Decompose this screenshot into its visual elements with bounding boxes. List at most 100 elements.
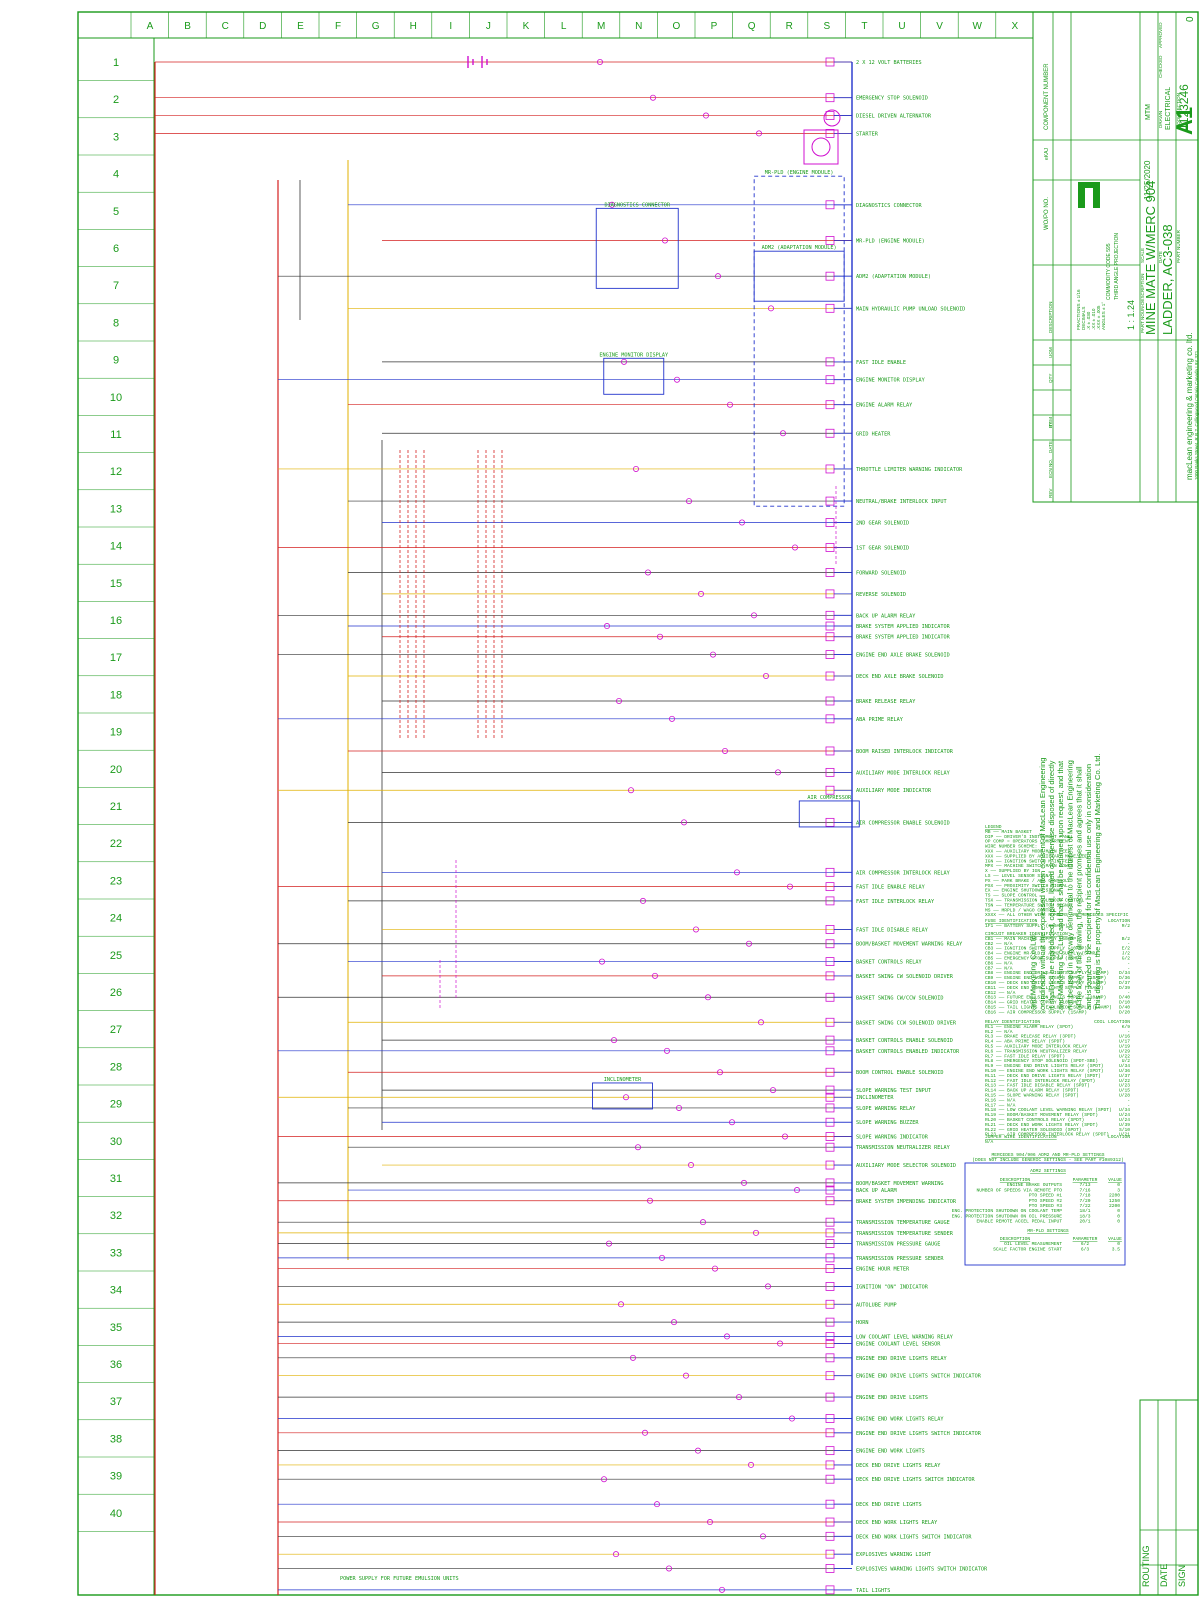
tolerance-line: DECIMALS	[1081, 307, 1086, 331]
rung-label: ENGINE MONITOR DISPLAY	[856, 378, 926, 384]
rung-label: BACK UP ALARM RELAY	[856, 613, 916, 619]
rung-label: STARTER	[856, 131, 879, 137]
column-label: G	[372, 21, 380, 32]
settings-value: 2200	[1109, 1203, 1120, 1209]
contact-symbol	[698, 590, 705, 597]
table-location: -	[1127, 961, 1130, 966]
column-label: P	[711, 21, 718, 32]
rung-label: NEUTRAL/BRAKE INTERLOCK INPUT	[856, 499, 947, 505]
table-location: D/40	[1119, 995, 1130, 1001]
rung-label: MR-PLD (ENGINE MODULE)	[856, 238, 925, 244]
rung-label: TRANSMISSION PRESSURE SENDER	[856, 1256, 944, 1262]
rung-label: EXPLOSIVES WARNING LIGHTS SWITCH INDICAT…	[856, 1566, 988, 1572]
contact-symbol	[770, 1087, 777, 1094]
routing-label: DATE	[1159, 1564, 1169, 1587]
table-location: -	[1127, 942, 1130, 947]
table-cell: IGN —— IGNITION SWITCH MAIN FEED	[985, 858, 1073, 864]
settings-description: PTO SPEED #3	[1029, 1203, 1062, 1209]
table-cell: X —— SUPPLIED BY IGN	[985, 868, 1040, 874]
title-block-label: CHECKED	[1158, 55, 1163, 78]
mercedes-settings-block: MERCEDES 904/906 ADM2 AND MR-PLD SETTING…	[952, 1152, 1126, 1266]
table-location: G/2	[1122, 956, 1131, 962]
contact-symbol	[599, 958, 606, 965]
column-label: H	[410, 21, 417, 32]
table-cell: TSX —— TRANSMISSION SOLENOID CONTROL	[985, 898, 1084, 904]
settings-value: 2200	[1109, 1193, 1120, 1199]
contact-symbol	[688, 1162, 695, 1169]
contact-symbol	[729, 1119, 736, 1126]
settings-description: ENG. PROTECTION SHUTDOWN ON COOLANT TEMP	[952, 1208, 1063, 1214]
contact-symbol	[707, 1519, 714, 1526]
rung-label: BOOM/BASKET MOVEMENT WARNING	[856, 1181, 943, 1187]
settings-header: PARAMETER	[1073, 1177, 1098, 1183]
settings-parameter: 7/22	[1079, 1203, 1090, 1209]
projection-label: THIRD ANGLE PROJECTION	[1114, 233, 1120, 300]
rung-label: BRAKE SYSTEM APPLIED INDICATOR	[856, 635, 951, 641]
row-label: 20	[110, 764, 122, 776]
settings-description: ENGINE BRAKE OUTPUTS	[1007, 1182, 1062, 1188]
table-cell: RL7 —— FAST IDLE RELAY (SPDT)	[985, 1053, 1065, 1059]
starter-symbol	[803, 129, 839, 165]
table-cell: RL17 —— N/A	[985, 1102, 1016, 1108]
row-label: 23	[110, 875, 122, 887]
table-location: -	[1127, 1098, 1130, 1103]
table-cell: CB2 —— N/A	[985, 941, 1013, 947]
settings-value: 0	[1117, 1208, 1120, 1214]
rung-label: ENGINE COOLANT LEVEL SENSOR	[856, 1342, 941, 1348]
table-cell: OP COMP = OPERATORS COMPARTMENT	[985, 839, 1071, 845]
rung-label: AUTOLUBE PUMP	[856, 1302, 897, 1308]
table-cell: RL11 —— DECK END DRIVE LIGHTS RELAY (SPD…	[985, 1073, 1101, 1079]
table-cell: RL10 —— ENGINE END WORK LIGHTS RELAY (SP…	[985, 1068, 1104, 1074]
tolerance-line: .XX ± .010	[1091, 308, 1096, 330]
title-block-label: DATE	[1158, 251, 1163, 263]
part-number: 1123246	[1177, 84, 1191, 130]
table-cell: CB5 —— EMERGENCY STOP SUPPLY (2AMP)	[985, 956, 1082, 962]
column-label: T	[861, 21, 867, 32]
table-cell: DIP —— DRIVER'S INSTRUMENT PANEL	[985, 834, 1073, 840]
contact-symbol	[669, 715, 676, 722]
table-cell: RL2 —— N/A	[985, 1029, 1013, 1035]
table-location: U/39	[1119, 1122, 1130, 1128]
contact-symbol	[623, 1094, 630, 1101]
table-cell: RL21 —— DECK END WORK LIGHTS RELAY (SPDT…	[985, 1122, 1098, 1128]
table-location: D/20	[1119, 1009, 1130, 1015]
table-location: R/2	[1122, 923, 1131, 929]
table-location: K/9	[1122, 1024, 1131, 1030]
row-label: 33	[110, 1247, 122, 1259]
contact-symbol	[756, 130, 763, 137]
contact-symbol	[693, 926, 700, 933]
module-block	[753, 175, 845, 507]
contact-symbol	[777, 1340, 784, 1347]
rung-label: INCLINOMETER	[856, 1095, 894, 1101]
rung-label: BASKET SWING CCW SOLENOID DRIVER	[856, 1020, 957, 1026]
rung-label: ADM2 (ADAPTATION MODULE)	[856, 274, 931, 280]
table-cell: CB4 —— ENGINE MR-PLD / ADM2 SUPPLY (5AMP…	[985, 951, 1098, 957]
contact-symbol	[671, 1319, 678, 1326]
table-location-header: LOCATION	[1108, 918, 1130, 924]
contact-symbol	[760, 1533, 767, 1540]
contact-symbol	[652, 972, 659, 979]
settings-value: 3.5	[1112, 1246, 1121, 1252]
table-cell: CB8 —— ENGINE END DRIVE LIGHTS SUPPLY (1…	[985, 970, 1109, 976]
row-label: 40	[110, 1508, 122, 1520]
title-block-label: PART NUMBER	[1176, 229, 1181, 263]
module-block	[798, 800, 860, 828]
settings-parameter: 20/1	[1079, 1219, 1090, 1225]
wo-po-label: WO/PO NO.	[1044, 197, 1050, 230]
rung-label: REVERSE SOLENOID	[856, 592, 906, 598]
alternator-symbol	[823, 109, 841, 127]
rung-label: ABA PRIME RELAY	[856, 717, 904, 723]
column-label: W	[972, 21, 982, 32]
rung-label: DECK END WORK LIGHTS SWITCH INDICATOR	[856, 1534, 972, 1540]
table-location: D/40	[1119, 1005, 1130, 1011]
column-label: F	[335, 21, 341, 32]
commodity-code: COMMODITY CODE 595	[1106, 243, 1112, 300]
contact-symbol	[664, 1047, 671, 1054]
settings-parameter: 7/16	[1079, 1187, 1090, 1193]
table-location: -	[1127, 991, 1130, 996]
